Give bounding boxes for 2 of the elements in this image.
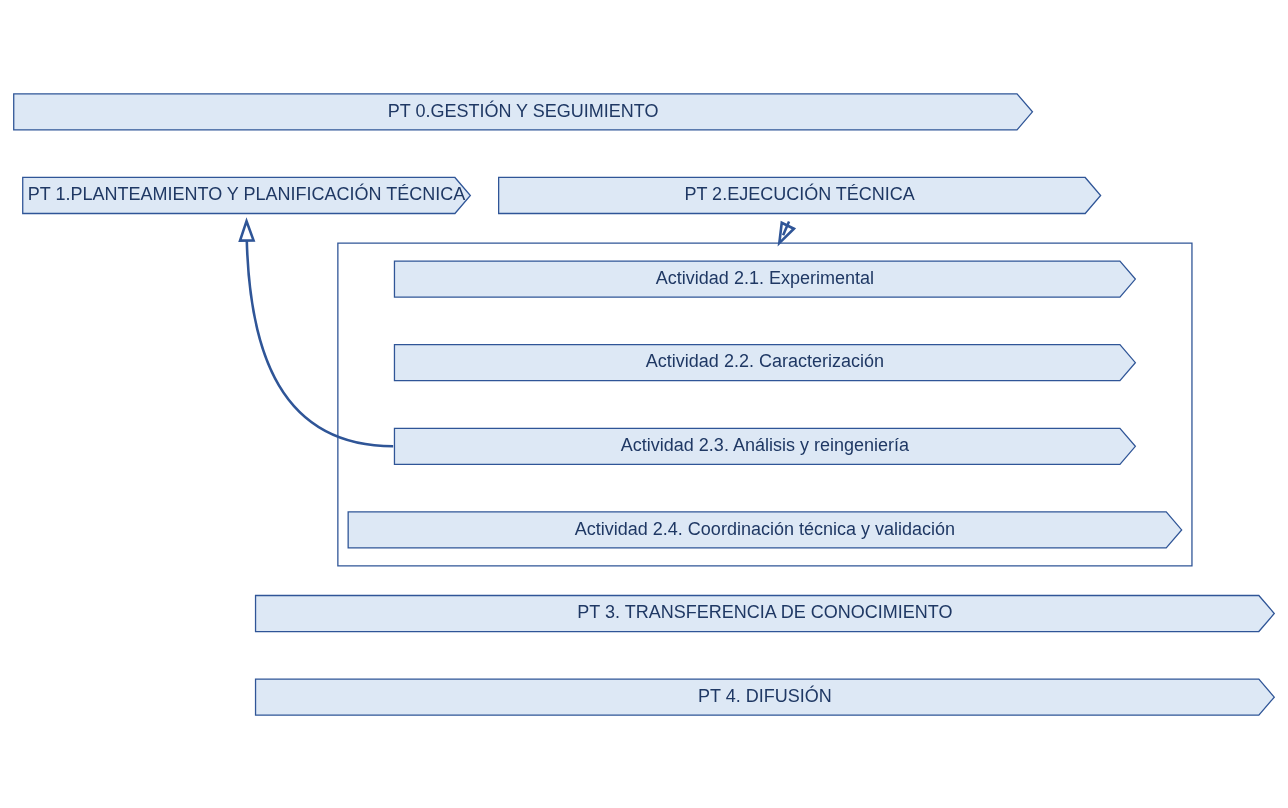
cluster [337,241,1193,567]
arrow [238,216,394,448]
